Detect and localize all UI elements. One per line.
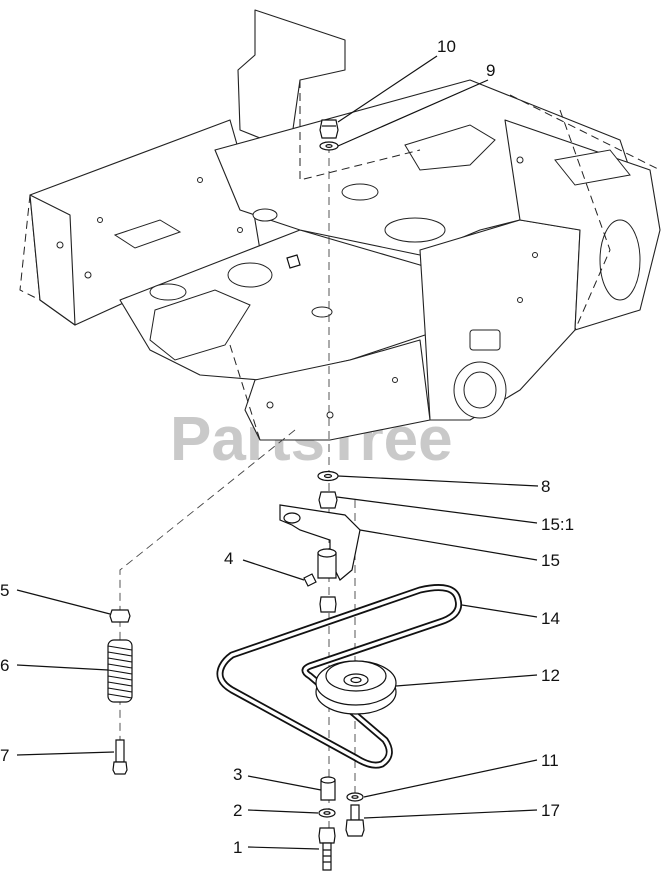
idler-arm-part-15 xyxy=(279,504,361,581)
leader-lines xyxy=(16,55,539,850)
grease-fitting-part-4 xyxy=(303,573,317,587)
callout-9: 9 xyxy=(486,61,495,80)
callout-7: 7 xyxy=(0,746,9,765)
belt-part-14 xyxy=(216,584,463,769)
washer-part-11 xyxy=(346,792,364,802)
spring-part-6 xyxy=(107,639,133,703)
callout-15-1: 15:1 xyxy=(541,515,574,534)
spacer-part-3 xyxy=(320,776,336,801)
bolt-part-7 xyxy=(112,739,128,775)
callout-14: 14 xyxy=(541,609,560,628)
callout-5: 5 xyxy=(0,581,9,600)
bolt-part-1 xyxy=(318,827,336,871)
callout-17: 17 xyxy=(541,801,560,820)
callout-11: 11 xyxy=(541,751,559,770)
frame-assembly xyxy=(19,9,661,441)
callout-2: 2 xyxy=(233,801,242,820)
callout-6: 6 xyxy=(0,656,9,675)
callout-3: 3 xyxy=(233,765,242,784)
washer-part-2 xyxy=(318,808,336,818)
bushing xyxy=(319,596,337,613)
washer-part-9 xyxy=(319,141,339,151)
callout-labels: 10 9 8 15:1 15 4 5 14 6 12 7 11 3 2 17 1 xyxy=(0,37,574,857)
nut-part-5 xyxy=(109,609,131,623)
idler-pulley-part-12 xyxy=(315,660,397,715)
bolt-part-17 xyxy=(345,804,365,837)
spacer-part-15-1 xyxy=(318,491,338,509)
callout-10: 10 xyxy=(437,37,456,56)
callout-1: 1 xyxy=(233,838,242,857)
washer-part-8 xyxy=(317,470,339,482)
callout-15: 15 xyxy=(541,551,560,570)
nut-part-10 xyxy=(319,119,339,139)
callout-12: 12 xyxy=(541,666,560,685)
callout-8: 8 xyxy=(541,477,550,496)
callout-4: 4 xyxy=(224,549,233,568)
